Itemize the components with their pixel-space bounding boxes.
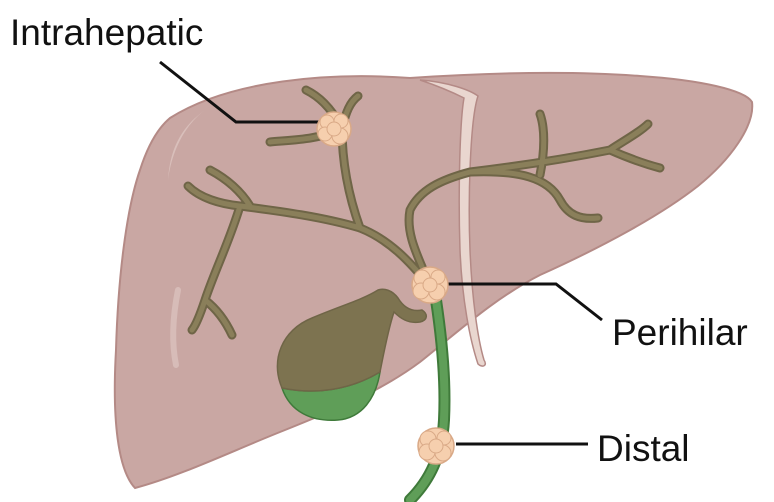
perihilar-tumor (412, 267, 448, 303)
distal-tumor (418, 428, 454, 464)
intrahepatic-tumor (317, 112, 351, 146)
intrahepatic-label: Intrahepatic (10, 14, 203, 51)
distal-label: Distal (597, 430, 690, 467)
perihilar-label: Perihilar (612, 314, 748, 351)
